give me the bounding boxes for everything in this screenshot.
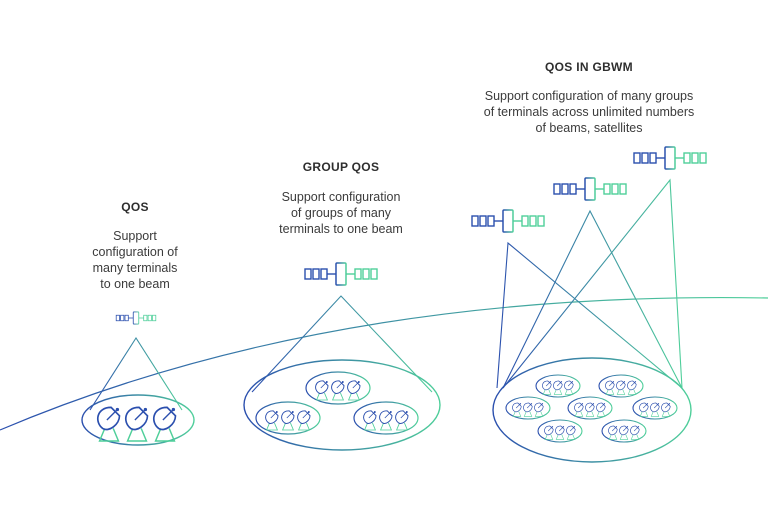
satellite-dish-icon xyxy=(639,402,649,417)
beam-cone xyxy=(251,295,433,393)
satellite-icon xyxy=(633,146,707,170)
satellite-dish-icon xyxy=(315,380,329,401)
beam-cone xyxy=(502,178,683,389)
qos-gbwm-title: QOS IN GBWM xyxy=(545,60,633,74)
group-qos-panel xyxy=(243,262,441,451)
satellite-dish-icon xyxy=(347,380,361,401)
terminal-group xyxy=(601,419,647,443)
satellite-dish-icon xyxy=(124,406,149,442)
terminal-group xyxy=(353,401,419,435)
satellite-dish-icon xyxy=(596,402,606,417)
satellite-dish-icon xyxy=(605,380,615,395)
satellite-icon xyxy=(304,262,378,286)
satellite-dish-icon xyxy=(661,402,671,417)
satellite-dish-icon xyxy=(627,380,637,395)
group-qos-description: Support configuration of groups of many … xyxy=(279,190,403,236)
terminal-group xyxy=(632,396,678,420)
satellite-dish-icon xyxy=(585,402,595,417)
beam-cone xyxy=(502,209,683,389)
satellite-dish-icon xyxy=(281,410,295,431)
satellite-icon xyxy=(471,209,545,233)
satellite-dish-icon xyxy=(152,406,177,442)
satellite-dish-icon xyxy=(395,410,409,431)
satellite-dish-icon xyxy=(512,402,522,417)
terminal-group xyxy=(81,394,195,446)
satellite-dish-icon xyxy=(96,406,121,442)
satellite-dish-icon xyxy=(544,425,554,440)
satellite-dish-icon xyxy=(619,425,629,440)
terminal-group xyxy=(255,401,321,435)
terminal-group xyxy=(598,374,644,398)
terminal-group xyxy=(567,396,613,420)
satellite-dish-icon xyxy=(616,380,626,395)
satellite-dish-icon xyxy=(630,425,640,440)
qos-description: Support configuration of many terminals … xyxy=(92,229,178,291)
satellite-dish-icon xyxy=(555,425,565,440)
terminal-group xyxy=(535,374,581,398)
beam-arc xyxy=(0,297,768,431)
qos-panel xyxy=(81,311,195,446)
satellite-dish-icon xyxy=(363,410,377,431)
beam-cone xyxy=(89,336,183,411)
qos-gbwm-panel xyxy=(471,146,707,463)
group-qos-title: GROUP QOS xyxy=(302,160,380,174)
satellite-icon xyxy=(553,177,627,201)
satellite-dish-icon xyxy=(608,425,618,440)
satellite-dish-icon xyxy=(566,425,576,440)
terminal-group xyxy=(305,371,371,405)
satellite-dish-icon xyxy=(553,380,563,395)
satellite-dish-icon xyxy=(265,410,279,431)
qos-title: QOS xyxy=(121,200,149,214)
satellite-dish-icon xyxy=(542,380,552,395)
satellite-dish-icon xyxy=(574,402,584,417)
beam-footprint xyxy=(492,357,692,463)
terminal-group xyxy=(537,419,583,443)
beam-footprint xyxy=(243,359,441,451)
satellite-dish-icon xyxy=(650,402,660,417)
satellite-icon xyxy=(115,311,157,325)
satellite-dish-icon xyxy=(331,380,345,401)
satellite-dish-icon xyxy=(523,402,533,417)
satellite-dish-icon xyxy=(379,410,393,431)
qos-gbwm-description: Support configuration of many groups of … xyxy=(483,89,695,135)
satellite-dish-icon xyxy=(297,410,311,431)
beam-cone xyxy=(496,241,683,389)
satellite-dish-icon xyxy=(534,402,544,417)
satellite-dish-icon xyxy=(564,380,574,395)
terminal-group xyxy=(505,396,551,420)
